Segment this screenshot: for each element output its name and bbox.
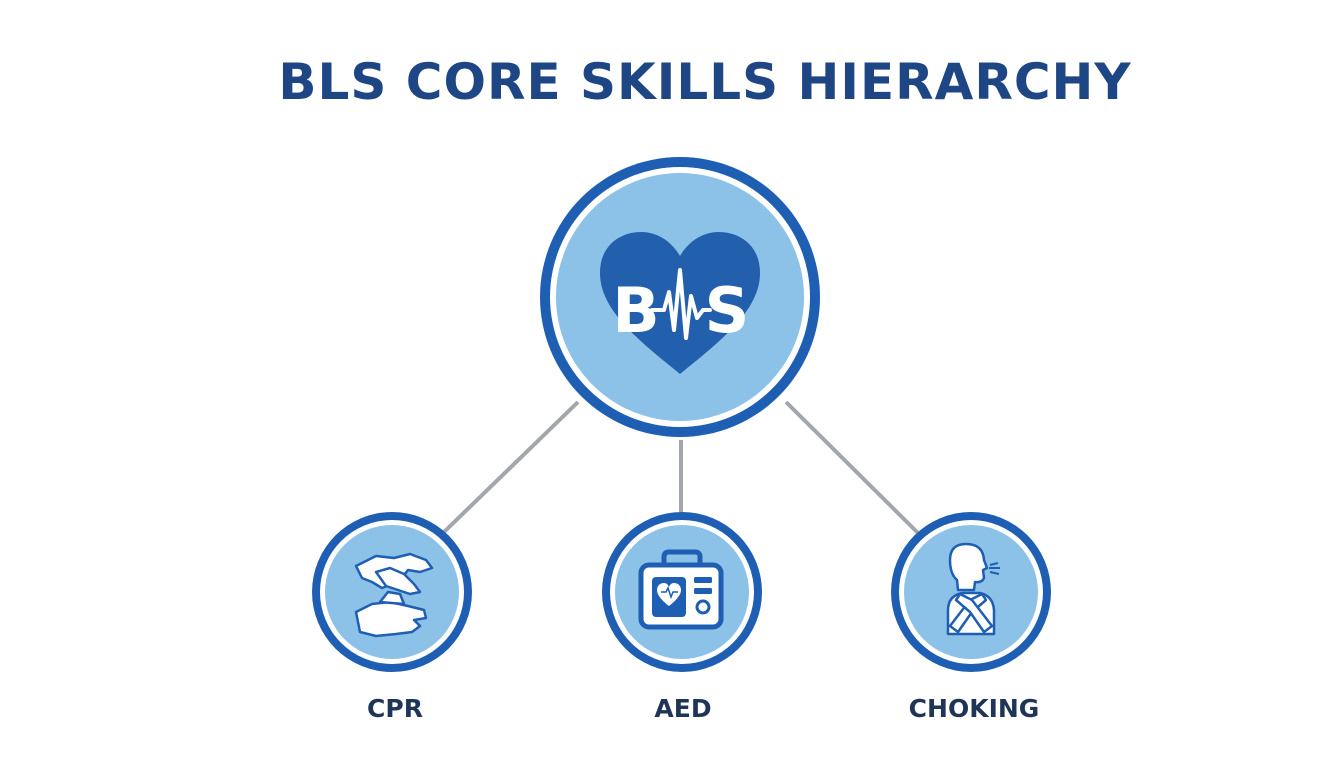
- hub-node-bls: B S: [540, 157, 820, 437]
- hands-compression-icon: [354, 552, 434, 638]
- child-node-choking: CHOKING: [891, 512, 1051, 723]
- diagram-title: BLS CORE SKILLS HIERARCHY: [278, 53, 1132, 111]
- child-label-aed: AED: [654, 694, 711, 723]
- connector-choking: [784, 400, 920, 535]
- child-node-aed: AED: [602, 512, 762, 723]
- choking-person-icon: [946, 542, 1000, 636]
- heart-with-ecg-icon: B S: [600, 232, 760, 374]
- child-label-choking: CHOKING: [909, 694, 1040, 723]
- ecg-line: [650, 268, 712, 340]
- child-label-cpr: CPR: [367, 694, 423, 723]
- connector-cpr: [442, 400, 580, 534]
- child-node-cpr: CPR: [312, 512, 472, 723]
- hub-text-right: S: [705, 274, 750, 347]
- connectors: [442, 400, 920, 535]
- defibrillator-icon: [638, 549, 724, 630]
